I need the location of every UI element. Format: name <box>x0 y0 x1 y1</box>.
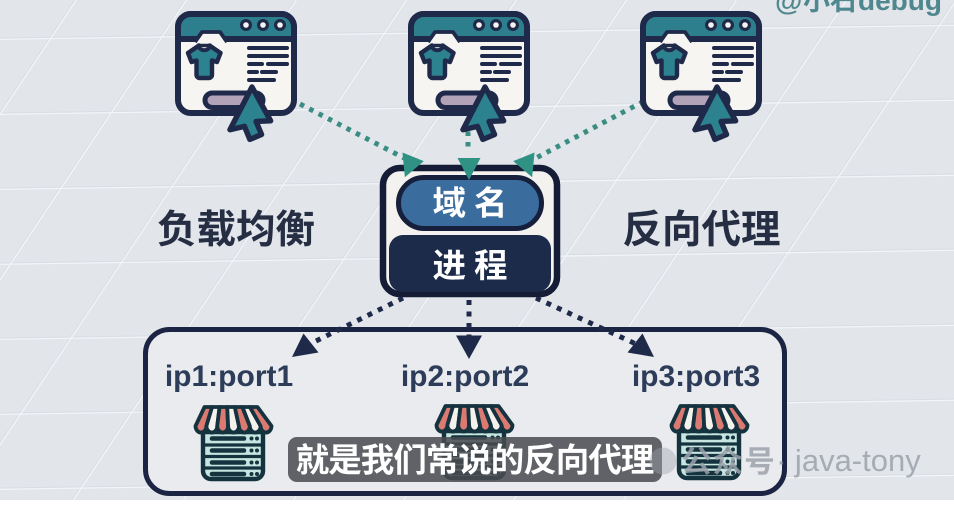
svg-text:ip2:port2: ip2:port2 <box>401 360 529 393</box>
svg-text:@: @ <box>775 0 802 16</box>
svg-text:ip3:port3: ip3:port3 <box>632 360 760 393</box>
svg-text:ip1:port1: ip1:port1 <box>165 360 293 393</box>
svg-text:debug: debug <box>858 0 942 16</box>
svg-text:· java-tony: · java-tony <box>776 443 921 478</box>
